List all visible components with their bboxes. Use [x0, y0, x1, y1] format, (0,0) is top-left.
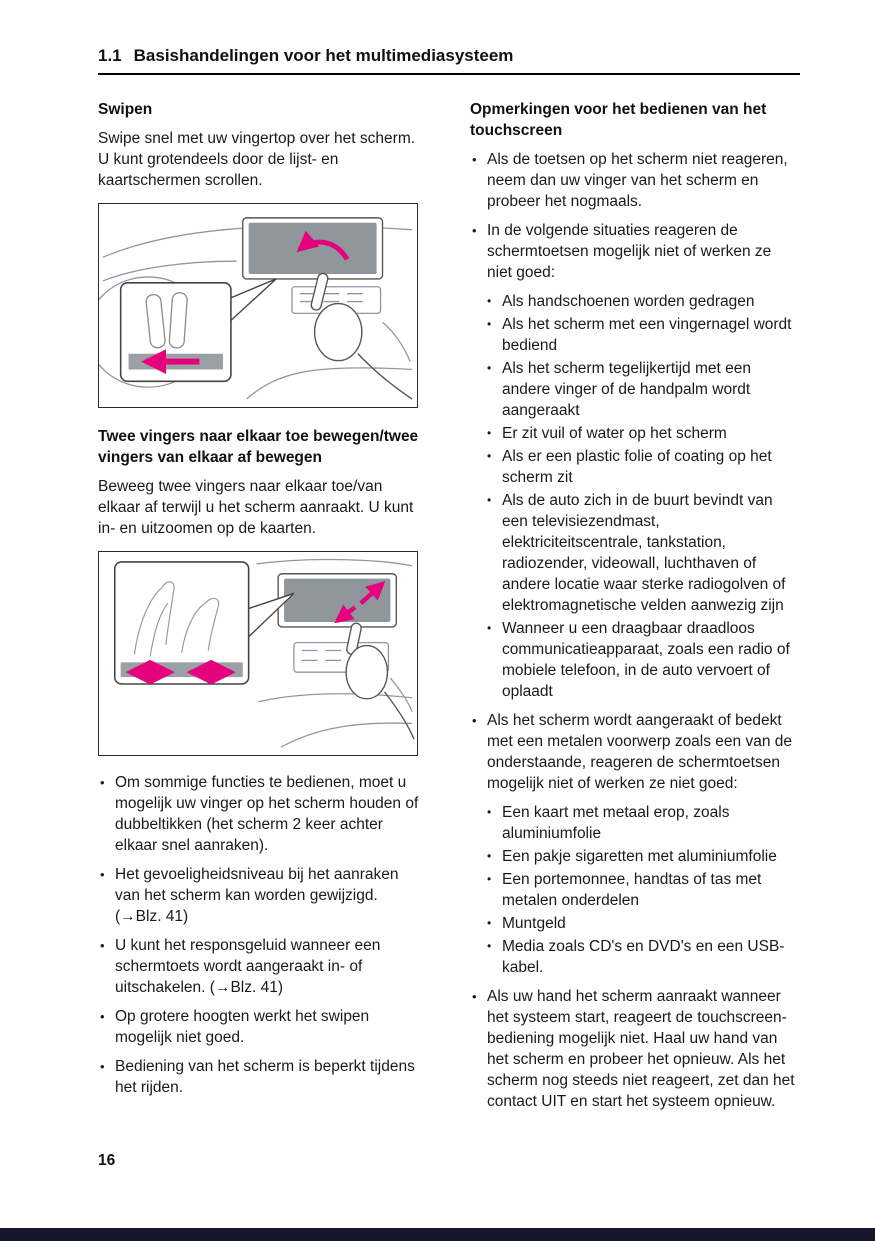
figure-pinch-gesture [98, 551, 418, 756]
right-column: Opmerkingen voor het bedienen van het to… [470, 99, 800, 1120]
note-subitem: Als het scherm met een vingernagel wordt… [487, 314, 800, 356]
pinch-heading: Twee vingers naar elkaar toe bewegen/twe… [98, 428, 419, 466]
zoom-out-arrow-icon [359, 581, 386, 605]
note-subitem: Als het scherm tegelijkertijd met een an… [487, 358, 800, 421]
section-title-text: Basishandelingen voor het multimediasyst… [133, 46, 514, 65]
note-item: Als de toetsen op het scherm niet reager… [470, 149, 800, 212]
hands-inset-callout [113, 561, 295, 685]
swipe-paragraph: Swipe snel met uw vingertop over het sch… [98, 130, 416, 189]
note-item: Om sommige functies te bedienen, moet u … [98, 772, 420, 856]
page-header: 1.1 Basishandelingen voor het multimedias… [98, 46, 800, 75]
figure-swipe-gesture [98, 203, 418, 408]
note-subitem: Een kaart met metaal erop, zoals alumini… [487, 802, 800, 844]
note-item: In de volgende situaties reageren de sch… [470, 220, 800, 283]
two-fingers-sketch [145, 292, 188, 349]
note-item: Als het scherm wordt aangeraakt of bedek… [470, 710, 800, 794]
section-title: 1.1 Basishandelingen voor het multimedias… [98, 46, 800, 66]
pinch-paragraph: Beweeg twee vingers naar elkaar toe/van … [98, 478, 414, 537]
left-column: Swipen Swipe snel met uw vingertop over … [98, 99, 420, 1120]
note-subitem: Media zoals CD's en DVD's en een USB-kab… [487, 936, 800, 978]
swipe-heading: Swipen [98, 101, 153, 118]
hand-illustration [345, 622, 415, 740]
page-number: 16 [98, 1152, 116, 1169]
note-item: Als uw hand het scherm aanraakt wanneer … [470, 986, 800, 1112]
swipe-arrow-icon [296, 230, 350, 261]
note-item: Bediening van het scherm is beperkt tijd… [98, 1056, 420, 1098]
note-item: Het gevoeligheidsniveau bij het aanraken… [98, 864, 420, 927]
note-subitem: Als er een plastic folie of coating op h… [487, 446, 800, 488]
two-column-layout: Swipen Swipe snel met uw vingertop over … [98, 99, 800, 1120]
finger-inset-callout [119, 278, 277, 383]
header-rule [98, 73, 800, 75]
note-sublist: Een kaart met metaal erop, zoals alumini… [470, 802, 800, 978]
two-hands-sketch [133, 581, 220, 657]
note-subitem: Een portemonnee, handtas of tas met meta… [487, 869, 800, 911]
pinch-zoom-gesture-illustration [113, 558, 415, 748]
note-subitem: Muntgeld [487, 913, 800, 934]
note-subitem: Een pakje sigaretten met aluminiumfolie [487, 846, 800, 867]
hand-illustration [310, 272, 413, 400]
note-subitem: Als handschoenen worden gedragen [487, 291, 800, 312]
note-sublist: Als handschoenen worden gedragen Als het… [470, 291, 800, 702]
note-subitem: Als de auto zich in de buurt bevindt van… [487, 490, 800, 616]
touchscreen-notes-heading: Opmerkingen voor het bedienen van het to… [470, 101, 767, 139]
note-item: U kunt het responsgeluid wanneer een sch… [98, 935, 420, 998]
manual-page: 1.1 Basishandelingen voor het multimedias… [0, 0, 875, 1120]
nav-screen [242, 217, 384, 280]
section-number: 1.1 [98, 46, 122, 65]
note-subitem: Er zit vuil of water op het scherm [487, 423, 800, 444]
note-subitem: Wanneer u een draagbaar draadloos commun… [487, 618, 800, 702]
footer-color-bar [0, 1228, 875, 1241]
swipe-gesture-illustration [99, 217, 413, 400]
note-item: Op grotere hoogten werkt het swipen moge… [98, 1006, 420, 1048]
dashboard-line-art [256, 558, 413, 748]
zoom-in-arrow-icon [334, 604, 357, 624]
